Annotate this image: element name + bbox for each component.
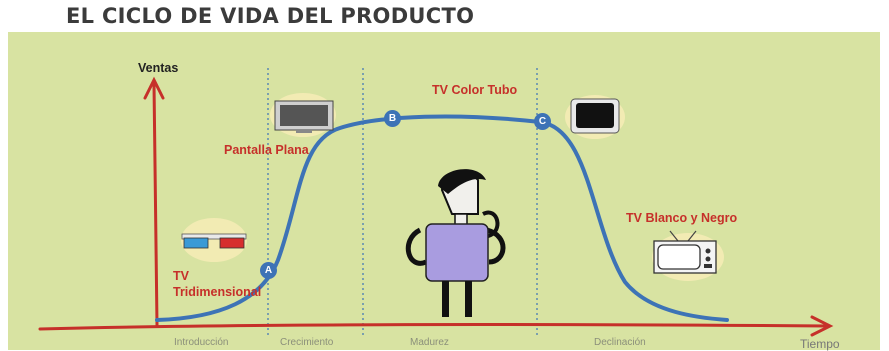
label-tv-blanco-negro: TV Blanco y Negro	[626, 211, 738, 225]
point-b: B	[384, 110, 401, 127]
label-tv-color-tubo: TV Color Tubo	[432, 83, 518, 97]
black-white-tv-icon	[652, 230, 724, 281]
label-pantalla-plana: Pantalla Plana	[224, 143, 309, 157]
diagram-title: EL CICLO DE VIDA DEL PRODUCTO	[66, 4, 475, 28]
y-axis-arrow	[143, 76, 165, 100]
point-a: A	[260, 262, 277, 279]
flat-screen-tv-icon	[270, 93, 336, 137]
stage-label-crecimiento: Crecimiento	[280, 337, 334, 348]
y-axis	[152, 82, 159, 327]
color-tube-tv-icon	[565, 95, 625, 139]
point-c: C	[534, 113, 551, 130]
x-axis-label: Tiempo	[800, 337, 840, 351]
label-tv-tridimensional: TV Tridimensional	[173, 269, 262, 299]
x-axis-arrow	[810, 315, 834, 337]
y-axis-label: Ventas	[138, 61, 179, 75]
stage-label-introduccion: Introducción	[174, 337, 229, 348]
3d-glasses-icon	[181, 218, 247, 262]
thinking-person-illustration	[405, 169, 506, 317]
stage-label-madurez: Madurez	[410, 337, 449, 348]
stage-label-declinacion: Declinación	[594, 337, 646, 348]
x-axis	[38, 323, 830, 331]
